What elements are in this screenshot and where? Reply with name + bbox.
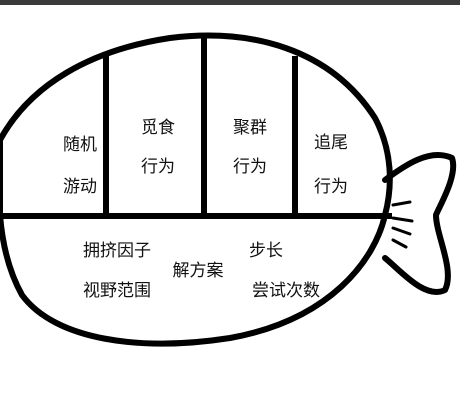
random-swim-label-line2: 游动 [63, 177, 97, 197]
following-label-line1: 追尾 [314, 133, 348, 153]
swarming-label-line2: 行为 [233, 157, 267, 177]
step-length-label: 步长 [249, 241, 283, 261]
try-number-label: 尝试次数 [252, 281, 320, 301]
swarming-label-line1: 聚群 [233, 118, 267, 138]
foraging-label-line2: 行为 [141, 157, 175, 177]
foraging-label-line1: 觅食 [141, 118, 175, 138]
solution-label: 解方案 [173, 261, 224, 281]
visual-range-label: 视野范围 [83, 281, 151, 301]
top-dark-strip [0, 0, 460, 5]
fish-tail [382, 152, 457, 295]
tail-fin-strokes [391, 200, 414, 249]
crowding-factor-label: 拥挤因子 [83, 241, 151, 261]
following-label-line2: 行为 [314, 177, 348, 197]
random-swim-label-line1: 随机 [63, 135, 97, 155]
